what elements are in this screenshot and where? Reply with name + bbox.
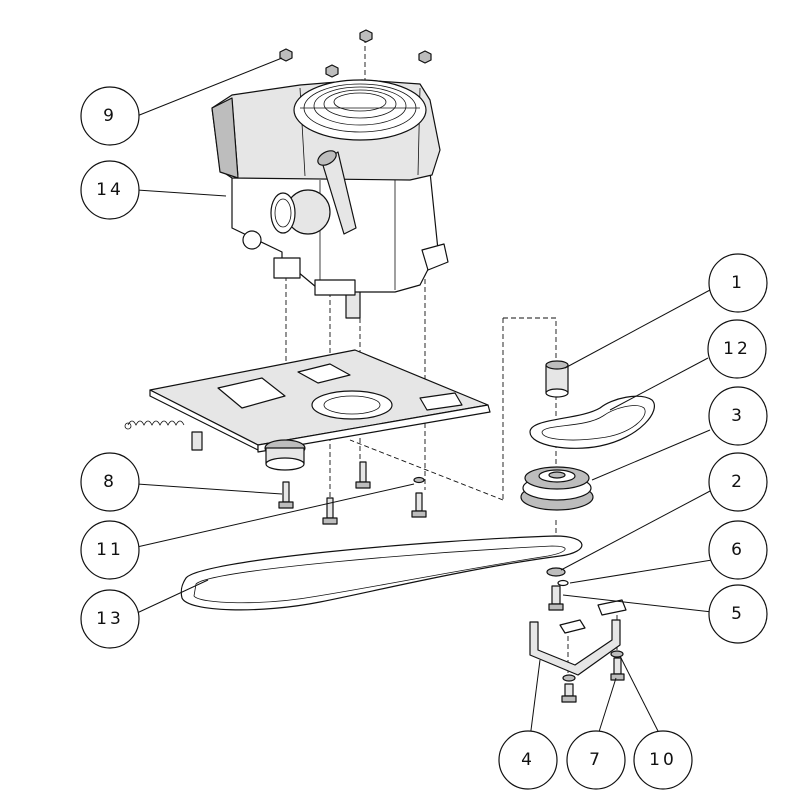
- svg-text:10: 10: [649, 750, 677, 770]
- idler-bracket: [529, 599, 627, 703]
- callout-14: 14: [80, 160, 140, 220]
- svg-text:8: 8: [103, 472, 117, 492]
- svg-text:1: 1: [731, 273, 745, 293]
- svg-text:5: 5: [731, 604, 745, 624]
- svg-text:6: 6: [731, 540, 745, 560]
- svg-text:13: 13: [96, 609, 124, 629]
- svg-text:4: 4: [521, 750, 535, 770]
- callout-1: 1: [708, 253, 768, 313]
- callout-3: 3: [708, 386, 768, 446]
- svg-text:11: 11: [96, 540, 124, 560]
- drive-belt: [180, 535, 583, 611]
- pulley-belt: [529, 395, 655, 449]
- svg-text:3: 3: [731, 406, 745, 426]
- svg-text:7: 7: [589, 750, 603, 770]
- leader-lines: [136, 57, 713, 739]
- callout-9: 9: [80, 86, 140, 146]
- callout-13: 13: [80, 589, 140, 649]
- callout-7: 7: [566, 730, 626, 790]
- callout-12: 12: [707, 319, 767, 379]
- engine-assembly: [211, 29, 449, 319]
- spacer: [545, 360, 569, 398]
- svg-text:9: 9: [103, 106, 117, 126]
- pulley-washer-bolt: [546, 567, 569, 611]
- mounting-bolts: [278, 461, 427, 525]
- callout-6: 6: [708, 520, 768, 580]
- callout-11: 11: [80, 520, 140, 580]
- svg-text:14: 14: [96, 180, 124, 200]
- callout-8: 8: [80, 452, 140, 512]
- callout-5: 5: [708, 584, 768, 644]
- callout-10: 10: [633, 730, 693, 790]
- engine-mounting-plate: [124, 349, 491, 471]
- svg-text:2: 2: [731, 472, 745, 492]
- idler-pulley: [520, 466, 594, 511]
- callout-2: 2: [708, 452, 768, 512]
- svg-text:12: 12: [723, 339, 751, 359]
- callout-4: 4: [498, 730, 558, 790]
